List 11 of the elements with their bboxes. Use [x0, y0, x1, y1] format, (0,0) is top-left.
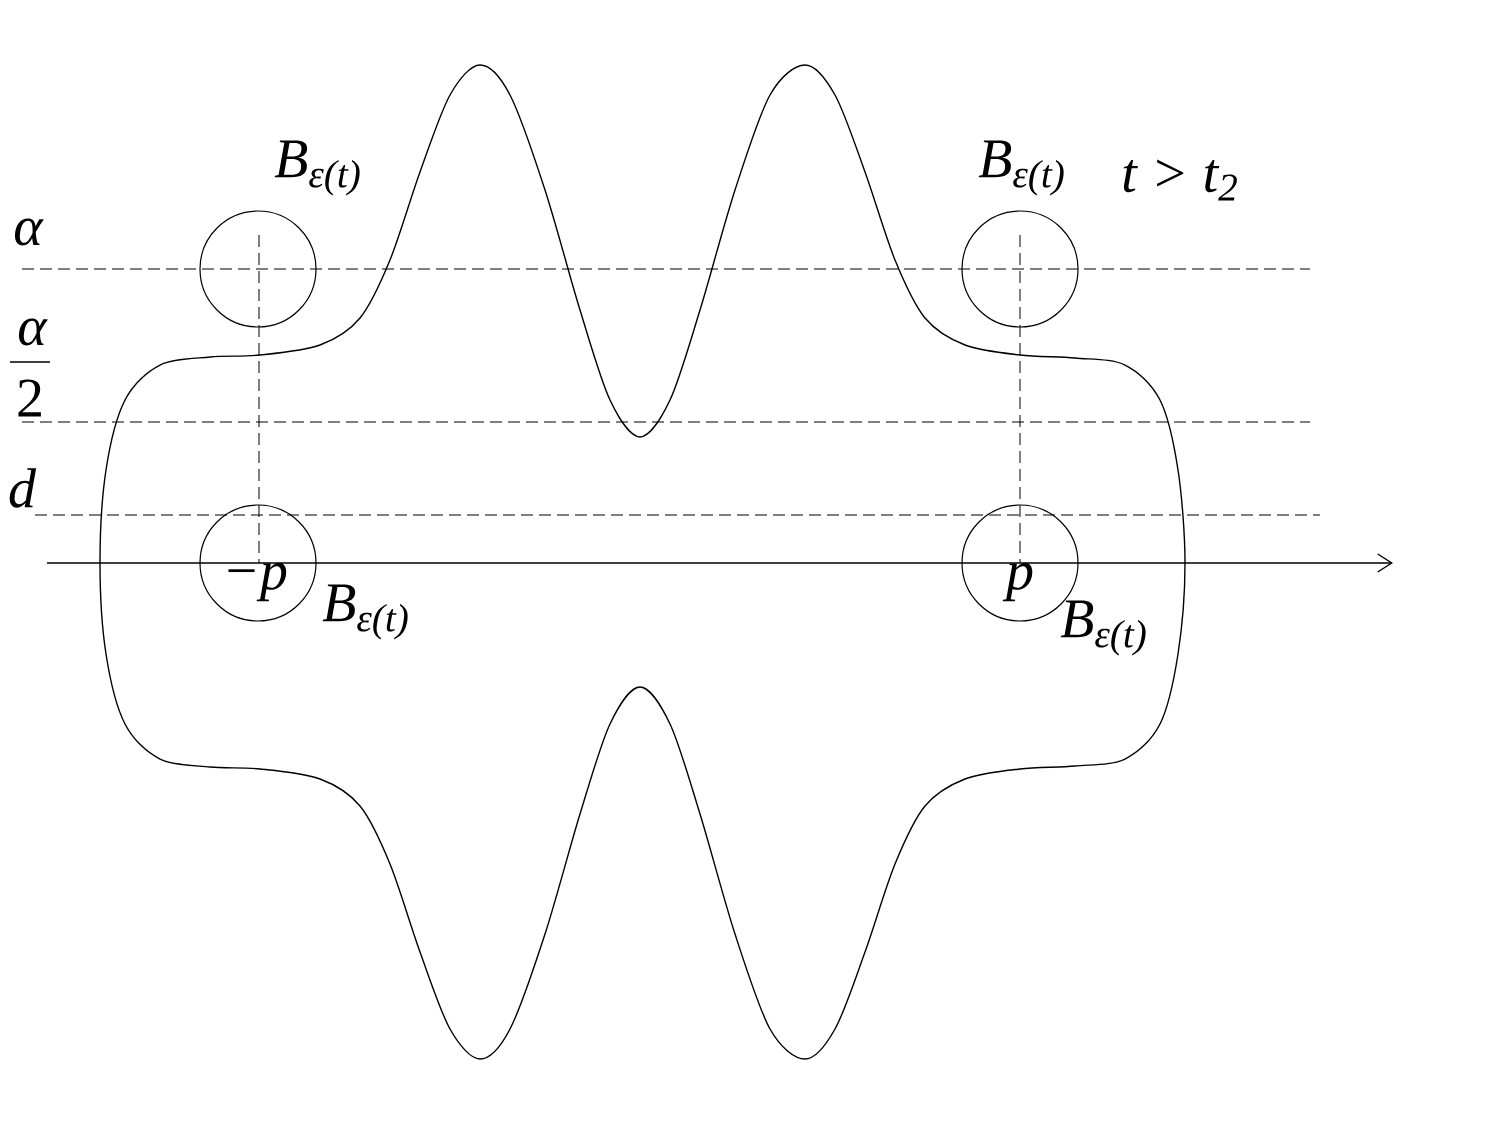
math-label: d [9, 468, 37, 508]
math-label: B$_{ε(t)}$ [274, 140, 360, 196]
math-label: α [14, 218, 44, 246]
math-label: B$_{ε(t)}$ [1060, 600, 1146, 656]
math-label: −p [228, 562, 287, 602]
math-label: B$_{ε(t)}$ [322, 584, 408, 640]
math-label: 2 [18, 379, 41, 417]
math-label: α [18, 318, 48, 346]
math-label: B$_{ε(t)}$ [978, 140, 1064, 196]
math-label: t > t$_{2}$ [1123, 159, 1237, 201]
math-label: p [1002, 562, 1033, 602]
